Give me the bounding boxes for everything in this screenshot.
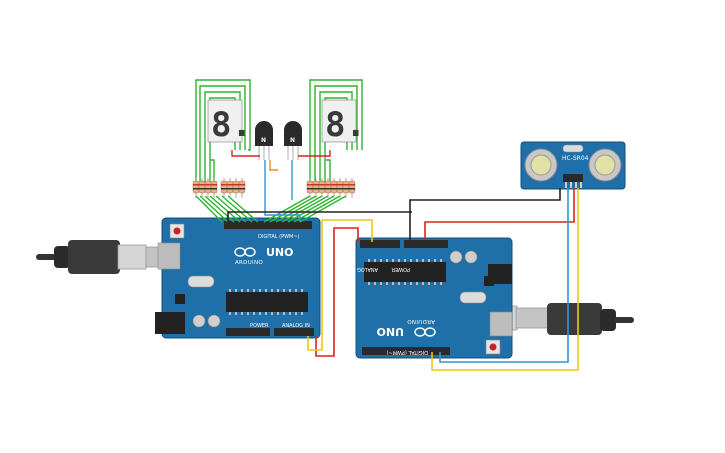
wire-red-power	[315, 188, 575, 357]
wire-blue-signal	[439, 188, 569, 363]
usb-cable-left	[36, 240, 177, 274]
power-label: POWER	[250, 323, 269, 329]
wire-black-ground	[227, 188, 561, 240]
atmega-chip	[364, 262, 446, 282]
board-brand-label: ARDUINO	[235, 260, 263, 266]
board-brand-label: ARDUINO	[407, 318, 435, 324]
analog-label: ANALOG IN	[350, 266, 378, 272]
power-jack	[155, 312, 185, 334]
seven-segment-display-right: 8.	[321, 99, 366, 145]
reset-icon	[489, 343, 497, 351]
analog-header	[360, 240, 400, 248]
display-digit: 8.	[325, 105, 366, 145]
transistor-left: N	[255, 121, 273, 160]
analog-label: ANALOG IN	[282, 323, 310, 329]
analog-header	[274, 328, 314, 336]
power-header	[226, 328, 270, 336]
atmega-chip	[226, 292, 308, 312]
board-model-label: UNO	[377, 325, 405, 338]
transistor-label: N	[261, 137, 266, 144]
digital-header	[224, 221, 312, 229]
seven-segment-display-left: 8.	[207, 99, 252, 145]
digital-label: DIGITAL (PWM~)	[386, 349, 428, 355]
power-header	[404, 240, 448, 248]
display-digit: 8.	[211, 105, 252, 145]
hc-sr04-sensor: HC-SR04	[520, 141, 626, 190]
board-model-label: UNO	[266, 246, 294, 259]
usb-port	[157, 242, 181, 270]
sensor-label: HC-SR04	[562, 155, 589, 162]
resistor-bank-right	[306, 178, 356, 198]
digital-label: DIGITAL (PWM~)	[258, 234, 300, 240]
arduino-uno-right: UNO ARDUINO DIGITAL (PWM~) POWER ANALOG …	[350, 237, 513, 359]
transistor-label: N	[290, 137, 295, 144]
arduino-logo	[414, 327, 436, 337]
reset-icon	[173, 227, 181, 235]
transistor-right: N	[284, 121, 302, 160]
arduino-uno-left: UNO ARDUINO DIGITAL (PWM~) POWER ANALOG …	[155, 217, 321, 339]
arduino-logo	[234, 247, 256, 257]
resistor-bank-left	[192, 178, 246, 198]
wire-yellow-signal	[307, 188, 579, 371]
usb-port	[489, 311, 513, 337]
power-label: POWER	[391, 266, 410, 272]
digital-header	[362, 347, 450, 355]
